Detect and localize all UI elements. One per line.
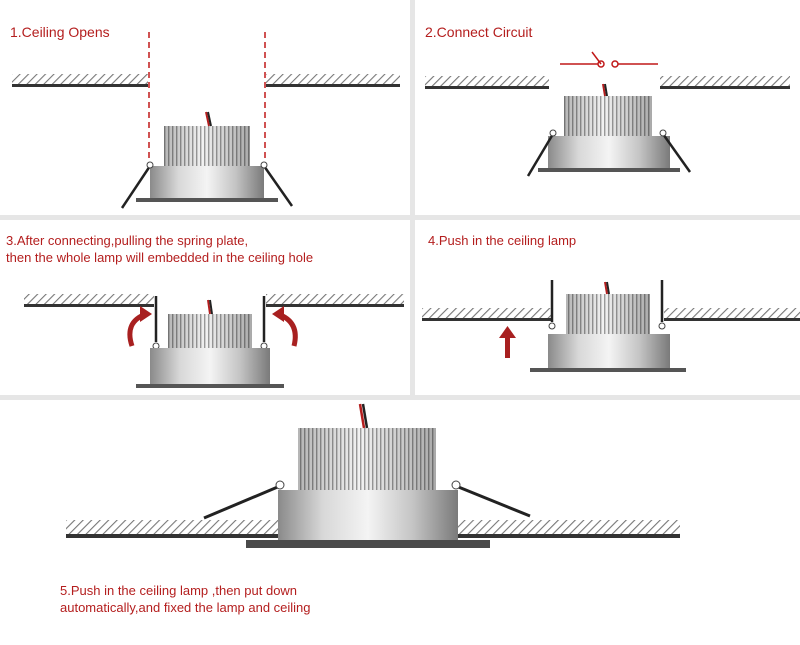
step-2-caption: 2.Connect Circuit [425,24,533,40]
step-2-illustration [425,51,790,177]
ceiling-right [266,74,400,84]
step-1-caption: 1.Ceiling Opens [10,24,110,40]
arrow-up [505,336,510,358]
step-1-illustration [12,32,400,209]
step-4-illustration [422,280,800,372]
step-3-caption: 3.After connecting,pulling the spring pl… [6,233,314,265]
step-3-illustration [24,294,404,388]
step-5-caption: 5.Push in the ceiling lamp ,then put dow… [60,583,311,615]
step-5-illustration [66,403,680,548]
switch-symbol [560,51,658,68]
step-4-caption: 4.Push in the ceiling lamp [428,233,577,248]
ceiling-left [12,74,148,84]
